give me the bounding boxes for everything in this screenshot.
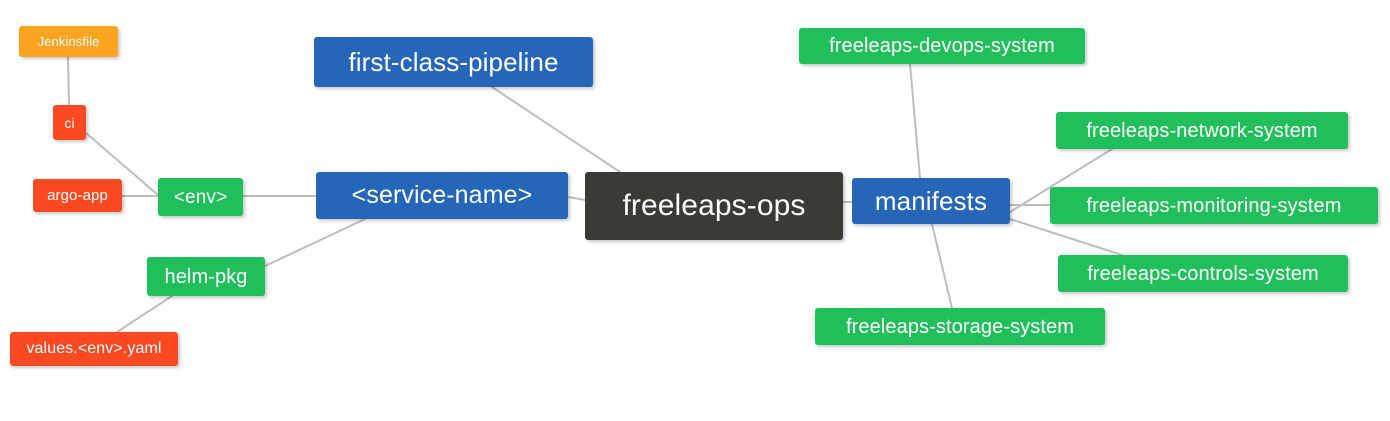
edge-service-name-to-helm-pkg: [264, 218, 366, 267]
edge-service-name-to-freeleaps-ops: [567, 196, 586, 201]
node-argo-app[interactable]: argo-app: [33, 179, 122, 212]
node-freeleaps-ops[interactable]: freeleaps-ops: [585, 172, 843, 240]
node-manifests[interactable]: manifests: [852, 178, 1010, 224]
node-helm-pkg[interactable]: helm-pkg: [147, 257, 265, 296]
node-devops-system[interactable]: freeleaps-devops-system: [799, 28, 1085, 64]
node-service-name[interactable]: <service-name>: [316, 172, 568, 219]
node-network-system[interactable]: freeleaps-network-system: [1056, 112, 1348, 149]
node-values-yaml[interactable]: values.<env>.yaml: [10, 332, 178, 366]
node-controls-system[interactable]: freeleaps-controls-system: [1058, 255, 1348, 292]
edge-manifests-to-storage-system: [931, 223, 953, 309]
edge-manifests-to-devops-system: [909, 63, 921, 179]
node-jenkinsfile[interactable]: Jenkinsfile: [19, 26, 118, 57]
edge-helm-pkg-to-values-yaml: [116, 295, 173, 333]
node-ci[interactable]: ci: [53, 105, 86, 140]
node-first-class-pipeline[interactable]: first-class-pipeline: [314, 37, 593, 87]
edge-jenkinsfile-to-ci: [67, 56, 70, 106]
node-monitoring-system[interactable]: freeleaps-monitoring-system: [1050, 187, 1378, 224]
edge-manifests-to-controls-system: [1009, 218, 1123, 256]
node-env[interactable]: <env>: [158, 178, 243, 216]
edge-first-class-pipeline-to-freeleaps-ops: [491, 86, 621, 173]
node-storage-system[interactable]: freeleaps-storage-system: [815, 308, 1105, 345]
